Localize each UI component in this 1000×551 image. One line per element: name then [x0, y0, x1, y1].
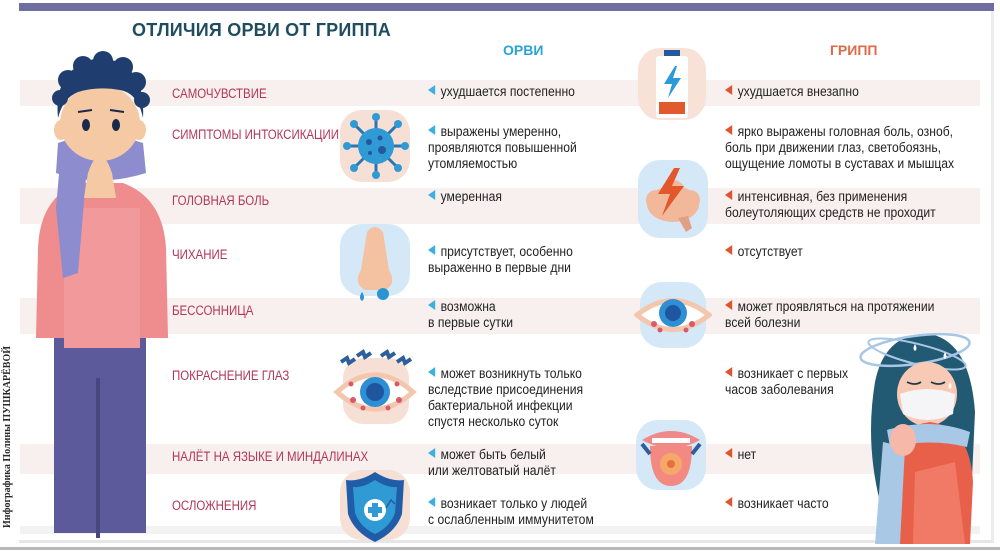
orvi-cell: выражены умеренно,проявляются повышенной…	[428, 124, 577, 171]
runny-nose-icon	[357, 227, 393, 301]
row-band	[20, 444, 980, 474]
tongue-icon	[640, 431, 702, 486]
row-label: БЕССОННИЦА	[172, 303, 254, 318]
arrow-left-icon	[725, 125, 733, 135]
gripp-cell: возникает часто	[725, 496, 829, 512]
arrow-left-icon	[725, 497, 733, 507]
bottom-divider	[0, 547, 1000, 550]
top-bar	[19, 3, 994, 11]
column-header-gripp: ГРИПП	[830, 42, 878, 58]
shield-plus-icon	[346, 472, 404, 542]
arrow-left-icon	[725, 367, 733, 377]
column-header-orvi: ОРВИ	[503, 42, 544, 58]
brain-lightning-icon	[646, 168, 700, 232]
row-band	[20, 188, 980, 224]
page-title: ОТЛИЧИЯ ОРВИ ОТ ГРИППА	[132, 20, 392, 40]
itchy-eye-icon	[333, 348, 417, 424]
row-band	[20, 298, 980, 334]
gripp-cell: нет	[725, 447, 756, 463]
sneezing-man-illustration	[36, 51, 168, 538]
arrow-left-icon	[428, 190, 436, 200]
row-label: ПОКРАСНЕНИЕ ГЛАЗ	[172, 368, 290, 383]
row-label: СИМПТОМЫ ИНТОКСИКАЦИИ	[172, 127, 340, 142]
arrow-left-icon	[428, 448, 436, 458]
gripp-cell: ярко выражены головная боль, озноб,боль …	[725, 124, 955, 171]
arrow-left-icon	[725, 300, 733, 310]
arrow-left-icon	[725, 190, 733, 200]
row-label: ЧИХАНИЕ	[172, 247, 228, 262]
arrow-left-icon	[428, 497, 436, 507]
red-eye-icon	[634, 298, 712, 333]
arrow-left-icon	[428, 85, 436, 95]
arrow-left-icon	[428, 125, 436, 135]
gripp-cell: отсутствует	[725, 244, 803, 260]
row-band	[20, 526, 980, 534]
row-label: ОСЛОЖНЕНИЯ	[172, 498, 257, 513]
row-band	[20, 80, 980, 106]
orvi-cell: ухудшается постепенно	[428, 84, 575, 100]
credit-text: Инфографика Полины ПУШКАРЁВОЙ	[2, 345, 13, 529]
gripp-cell: ухудшается внезапно	[725, 84, 859, 100]
arrow-left-icon	[725, 85, 733, 95]
arrow-left-icon	[725, 245, 733, 255]
arrow-left-icon	[428, 367, 436, 377]
row-label: САМОЧУВСТВИЕ	[172, 86, 267, 101]
arrow-left-icon	[428, 300, 436, 310]
row-label: НАЛЁТ НА ЯЗЫКЕ И МИНДАЛИНАХ	[172, 449, 369, 464]
battery-low-icon	[656, 50, 688, 118]
orvi-cell: умеренная	[428, 189, 502, 205]
sick-woman-illustration	[859, 332, 975, 544]
virus-icon	[343, 113, 409, 179]
row-label: ГОЛОВНАЯ БОЛЬ	[172, 193, 270, 208]
arrow-left-icon	[428, 245, 436, 255]
arrow-left-icon	[725, 448, 733, 458]
